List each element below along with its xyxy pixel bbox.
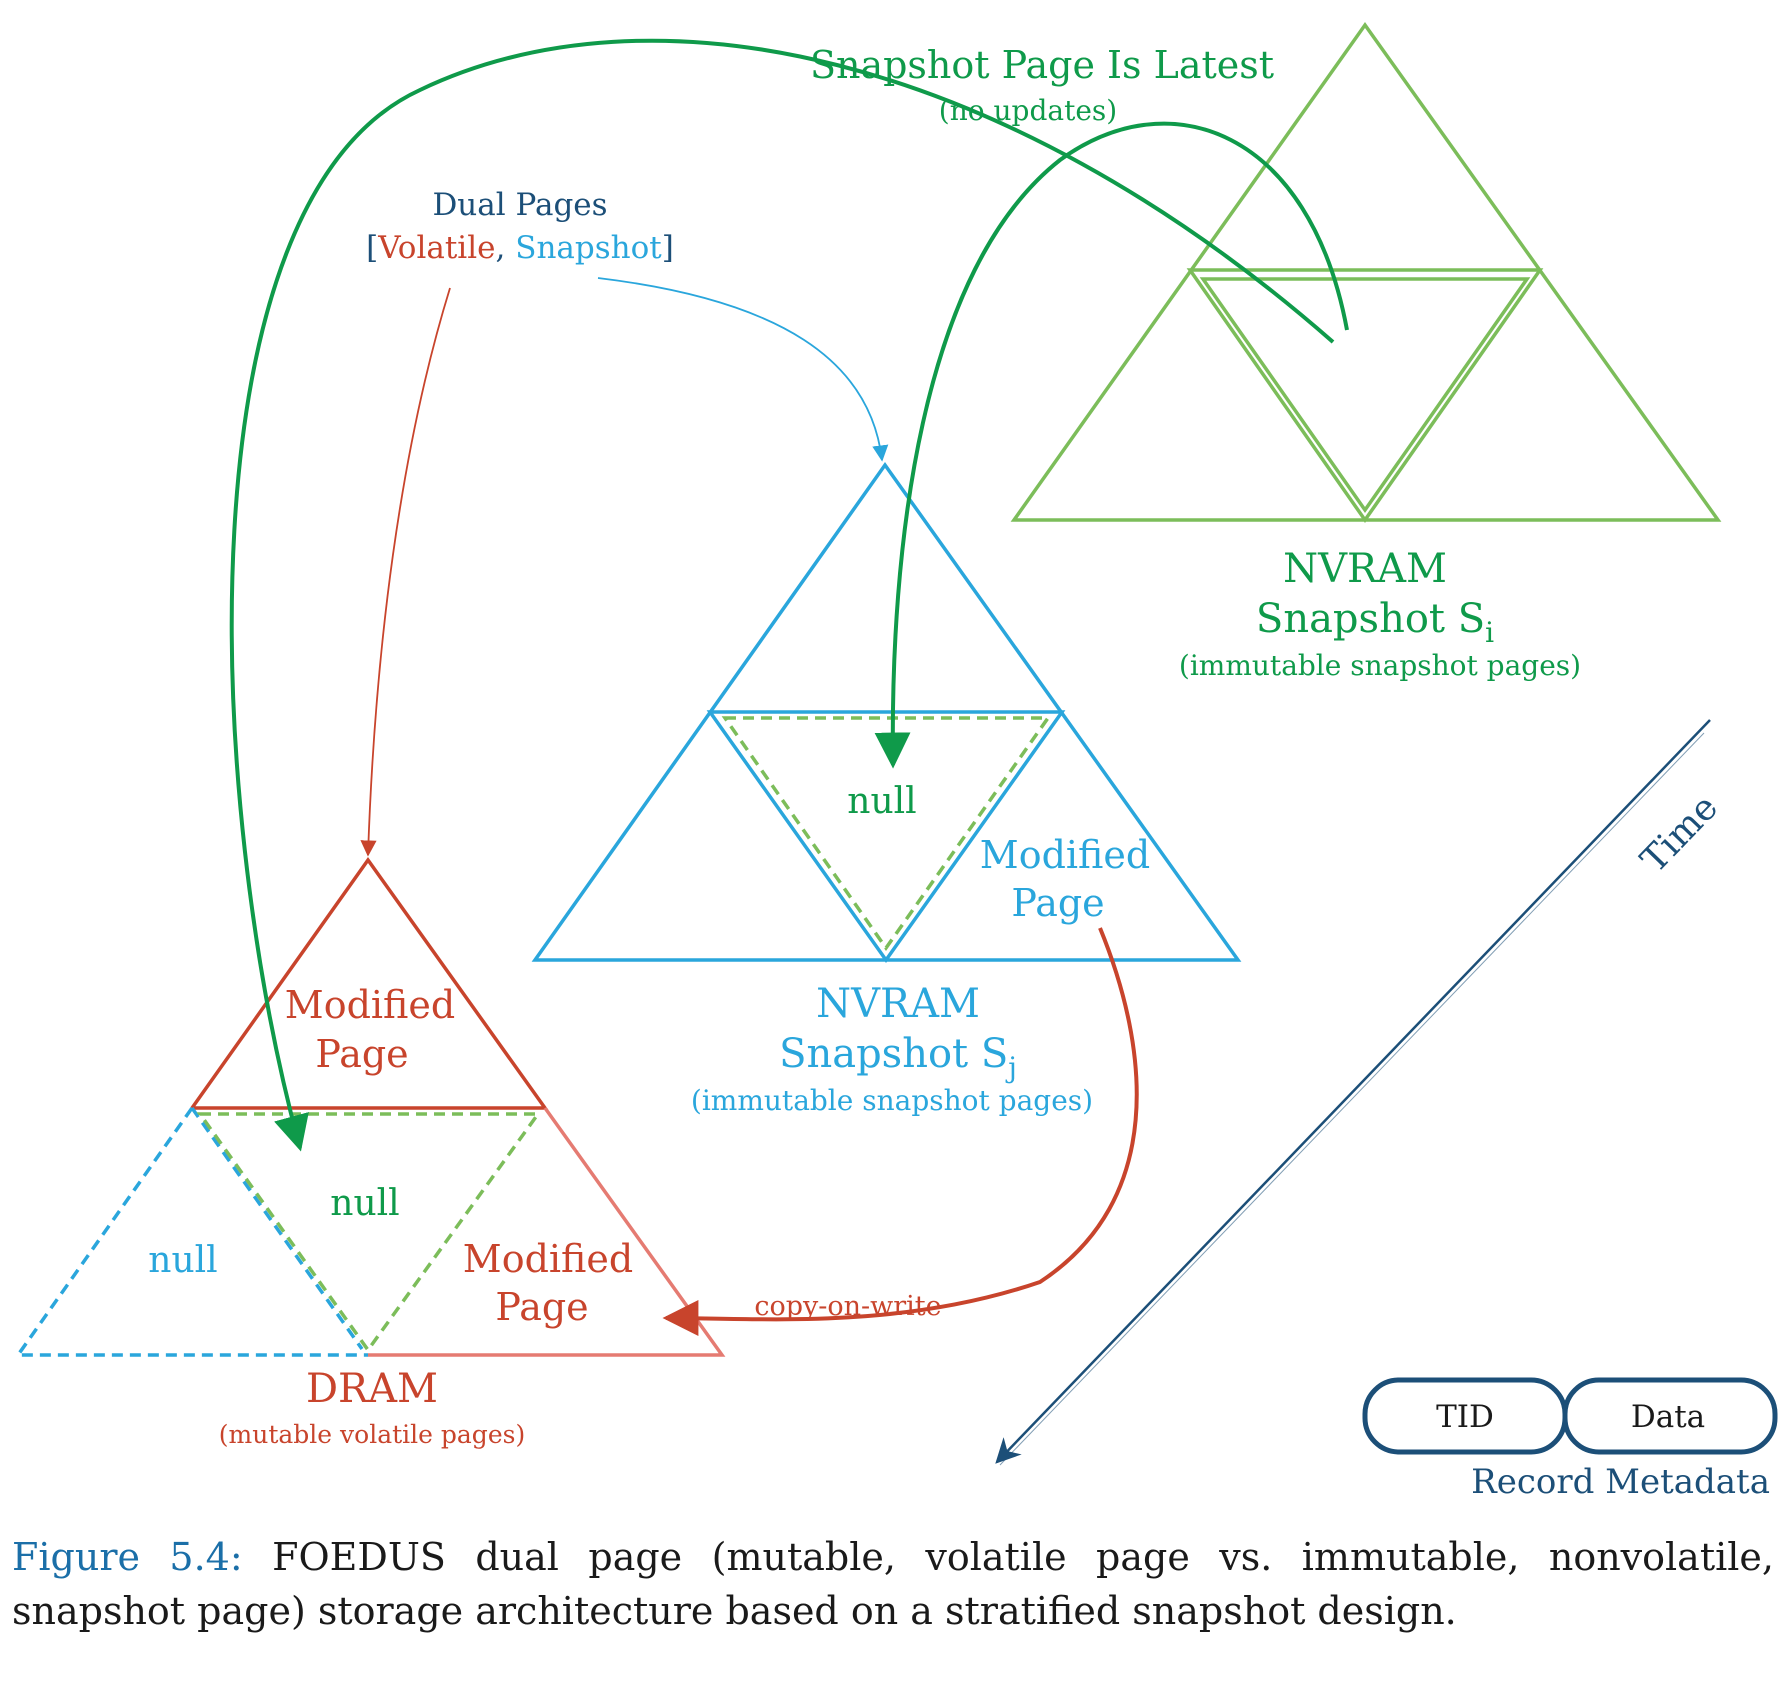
dram-mid-null-dashed bbox=[196, 1112, 542, 1354]
nvram-j-null-page-dashed bbox=[721, 716, 1052, 952]
dual-pages-open-bracket: [ bbox=[366, 230, 378, 266]
nvram-j-snapshot-text: Snapshot S bbox=[779, 1031, 1008, 1077]
nvram-snapshot-i-tree bbox=[1010, 21, 1722, 524]
dram-modified-right-line2: Page bbox=[495, 1285, 588, 1329]
dram-null-mid-label: null bbox=[330, 1183, 399, 1224]
dual-pages-snapshot: Snapshot bbox=[515, 230, 662, 266]
dram-modified-top-line1: Modified bbox=[285, 983, 455, 1027]
nvram-j-description: (immutable snapshot pages) bbox=[691, 1084, 1093, 1117]
figure-caption-text: FOEDUS dual page (mutable, volatile page… bbox=[12, 1535, 1774, 1633]
dram-left-null-edge-blue bbox=[190, 1106, 364, 1351]
figure-caption-label: Figure 5.4: bbox=[12, 1535, 243, 1579]
nvram-j-modified-line2: Page bbox=[1011, 881, 1104, 925]
nvram-i-description: (immutable snapshot pages) bbox=[1179, 649, 1581, 682]
dual-pages-subtitle: [Volatile, Snapshot] bbox=[366, 230, 674, 266]
dram-title: DRAM bbox=[306, 1366, 438, 1412]
nvram-i-title: NVRAM bbox=[1283, 546, 1447, 592]
copy-on-write-arrow bbox=[662, 927, 1139, 1337]
dram-right-triangle bbox=[368, 1106, 726, 1357]
nvram-snapshot-j-tree bbox=[531, 461, 1242, 964]
copy-on-write-label: copy-on-write bbox=[754, 1291, 941, 1322]
nvram-j-null-label: null bbox=[847, 781, 916, 822]
time-label: Time bbox=[1633, 787, 1726, 881]
record-data-label: Data bbox=[1631, 1399, 1705, 1435]
nvram-j-subscript: j bbox=[1005, 1051, 1017, 1084]
dual-pages-volatile-arrow bbox=[360, 287, 451, 857]
dram-description: (mutable volatile pages) bbox=[219, 1420, 525, 1449]
record-metadata-label: Record Metadata bbox=[1471, 1462, 1770, 1502]
nvram-j-modified-line1: Modified bbox=[980, 833, 1150, 877]
dram-tree bbox=[14, 856, 726, 1357]
nvram-i-snapshot-label: Snapshot Si bbox=[1256, 596, 1494, 649]
dram-left-null-triangle bbox=[14, 1106, 368, 1357]
nvram-j-title: NVRAM bbox=[816, 981, 980, 1027]
dram-modified-right-line1: Modified bbox=[463, 1237, 633, 1281]
nvram-j-snapshot-label: Snapshot Sj bbox=[779, 1031, 1017, 1084]
dual-pages-comma: , bbox=[495, 230, 515, 266]
nvram-j-inner-triangle bbox=[706, 710, 1066, 964]
snapshot-latest-subtitle: (no updates) bbox=[939, 94, 1117, 127]
nvram-i-inner-triangle bbox=[1186, 268, 1544, 524]
dram-top-triangle bbox=[190, 856, 549, 1110]
snapshot-latest-arrow-to-nvram-j bbox=[874, 121, 1349, 769]
time-axis-sketch-line bbox=[999, 732, 1705, 1466]
nvram-i-outer-triangle bbox=[1010, 21, 1722, 522]
record-tid-label: TID bbox=[1436, 1399, 1494, 1435]
nvram-i-inner-triangle-double bbox=[1199, 277, 1531, 514]
dual-pages-snapshot-arrow bbox=[597, 277, 889, 462]
nvram-i-snapshot-text: Snapshot S bbox=[1256, 596, 1485, 642]
nvram-i-subscript: i bbox=[1485, 616, 1494, 649]
dram-modified-top-line2: Page bbox=[315, 1032, 408, 1076]
snapshot-latest-arrow-to-dram bbox=[229, 38, 1335, 1152]
dram-null-left-label: null bbox=[148, 1240, 217, 1281]
dual-pages-close-bracket: ] bbox=[662, 230, 674, 266]
record-data-box bbox=[1562, 1377, 1778, 1455]
time-axis-arrow bbox=[995, 719, 1711, 1464]
snapshot-latest-title: Snapshot Page Is Latest bbox=[810, 43, 1274, 87]
dual-pages-title: Dual Pages bbox=[432, 187, 607, 223]
figure-caption: Figure 5.4: FOEDUS dual page (mutable, v… bbox=[12, 1530, 1774, 1638]
dual-pages-volatile: Volatile bbox=[377, 230, 495, 266]
